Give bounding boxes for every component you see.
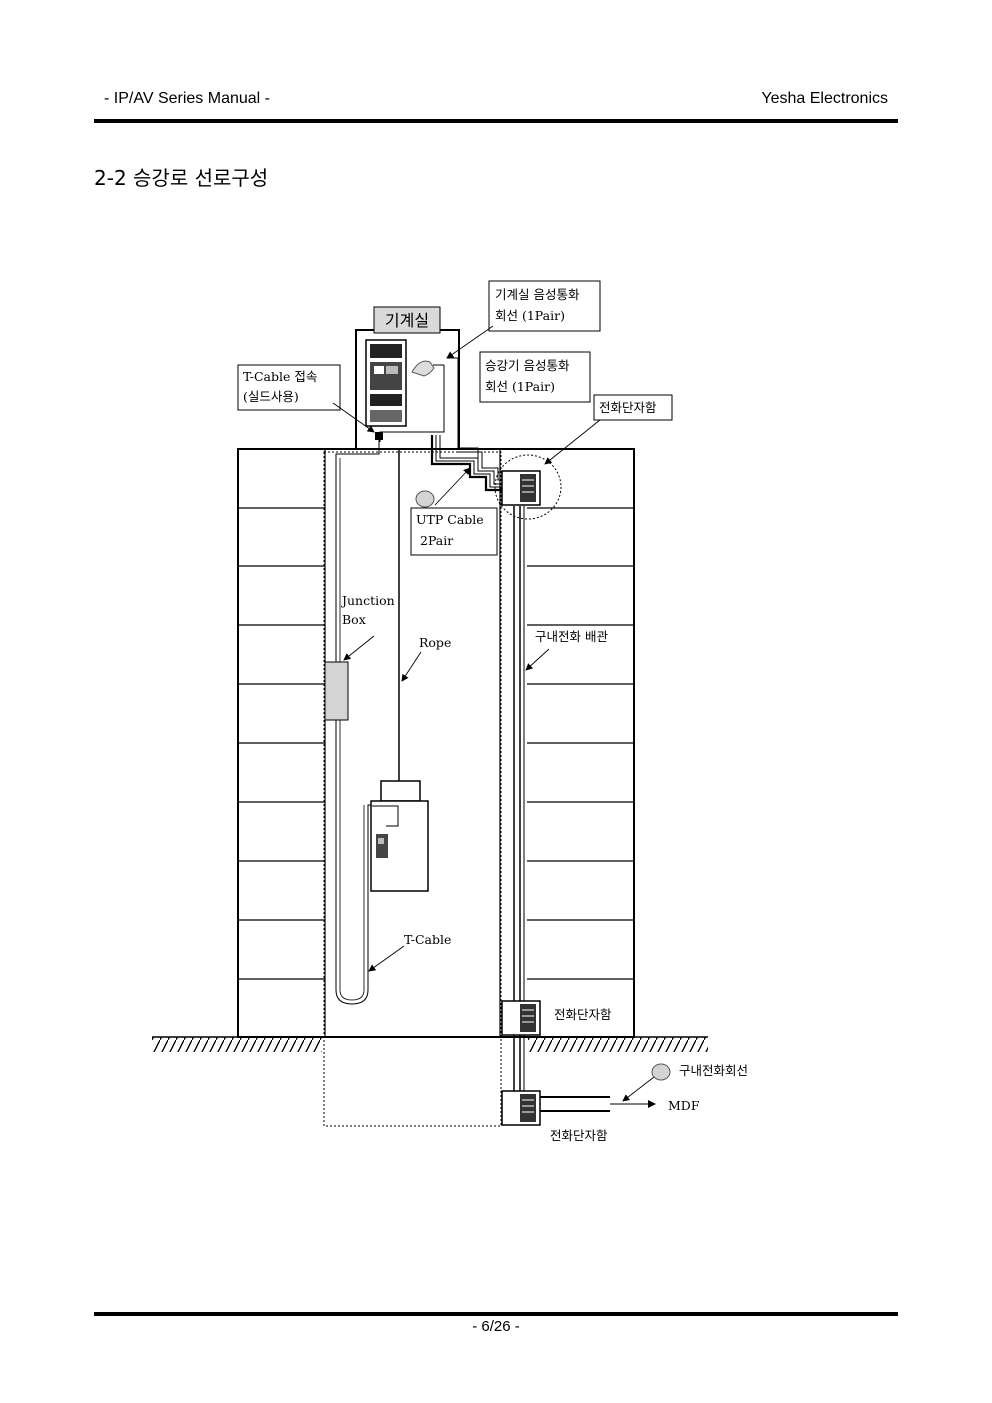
internal-line-label: 구내전화회선 [679, 1063, 748, 1078]
page-number: - 6/26 - [472, 1318, 520, 1335]
mdf-cable [540, 1096, 656, 1112]
machine-line-label-2: 회선 (1Pair) [495, 308, 565, 323]
rope-label: Rope [419, 635, 451, 650]
callout-box-tcable-conn [237, 364, 341, 411]
callout-box-terminal-top [593, 394, 673, 421]
tcable-label: T-Cable [404, 932, 451, 947]
header-right-company: Yesha Electronics [761, 90, 888, 107]
terminal-top-label: 전화단자함 [599, 400, 657, 415]
pointer-arrows [332, 325, 655, 1102]
machine-line-label-1: 기계실 음성통화 [495, 287, 580, 302]
terminal-box-mid-icon [501, 1000, 541, 1036]
internal-conduit-label: 구내전화 배관 [535, 629, 608, 644]
tcable-line [335, 440, 380, 1005]
tcable-conn-label-1: T-Cable 접속 [243, 369, 317, 384]
callout-box-elevator-line [479, 351, 591, 403]
callout-box-machine-line [488, 280, 601, 332]
utp-cable-marker-icon [415, 490, 435, 508]
header-rule [94, 119, 898, 123]
utp-label-2: 2Pair [420, 533, 453, 548]
callout-box-utp [410, 507, 498, 556]
footer-rule [94, 1312, 898, 1316]
terminal-mid-label: 전화단자함 [554, 1007, 612, 1022]
tcable-connector [375, 432, 383, 440]
elevator-line-label-2: 회선 (1Pair) [485, 379, 555, 394]
junction-box [324, 661, 349, 721]
riser-conduit [513, 506, 525, 1092]
tcable-conn-label-2: (실드사용) [243, 389, 299, 404]
header-left-title: - IP/AV Series Manual - [104, 90, 270, 107]
terminal-bottom-label: 전화단자함 [550, 1128, 608, 1143]
handset-icon [411, 360, 435, 377]
machine-room-label: 기계실 [385, 311, 429, 330]
internal-line-marker-icon [651, 1063, 671, 1081]
utp-label-1: UTP Cable [416, 512, 484, 527]
junction-label-1: Junction [340, 593, 395, 608]
terminal-box-bottom-icon [501, 1090, 541, 1126]
mdf-label: MDF [668, 1098, 700, 1113]
terminal-box-top-icon [494, 454, 562, 520]
junction-label-2: Box [342, 612, 366, 627]
elevator-car [370, 780, 429, 892]
control-panel [365, 339, 407, 427]
section-title: 2-2 승강로 선로구성 [94, 166, 269, 190]
ground [152, 1036, 708, 1052]
elevator-line-label-1: 승강기 음성통화 [485, 358, 570, 373]
hoistway-outline [323, 451, 502, 1127]
